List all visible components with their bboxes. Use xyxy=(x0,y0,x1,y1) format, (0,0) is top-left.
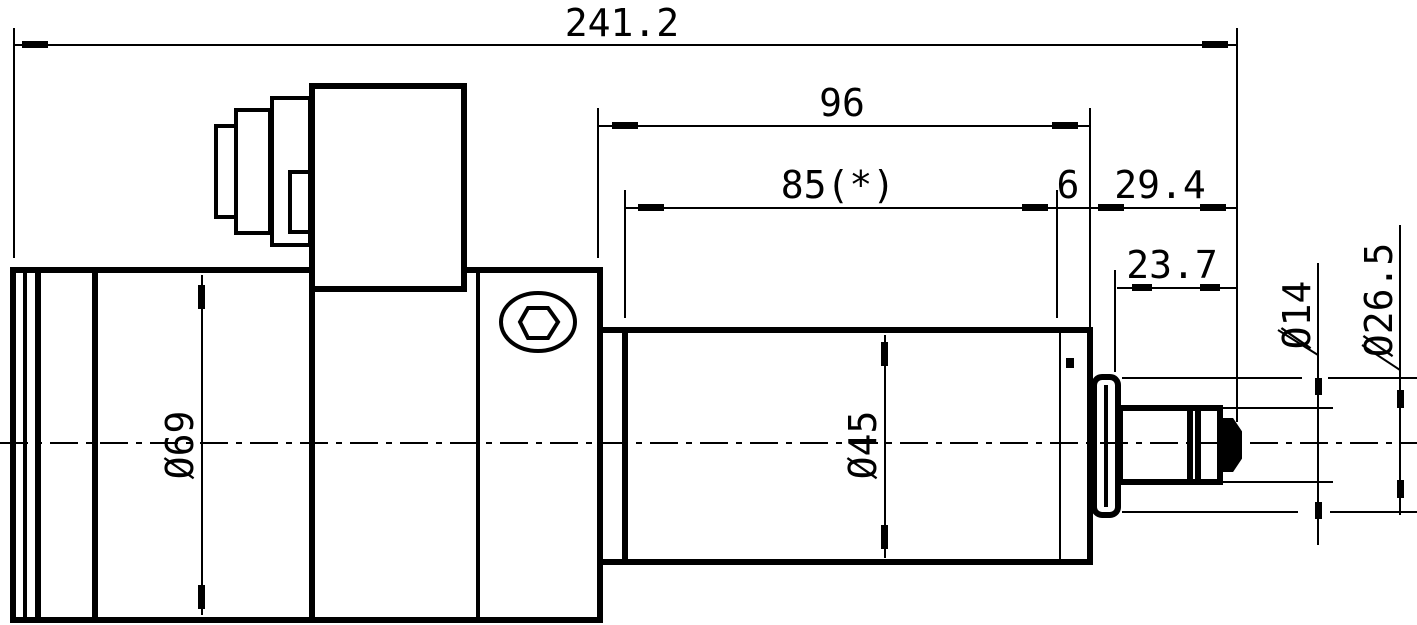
shaft xyxy=(1091,374,1242,518)
connector xyxy=(214,83,467,292)
dim-flange-diameter: Ø26.5 xyxy=(1357,243,1401,357)
dim-nose-length: 29.4 xyxy=(1114,163,1206,207)
hex-nut-icon xyxy=(499,291,577,353)
dim-housing-diameter: Ø45 xyxy=(841,411,885,480)
housing xyxy=(597,327,1093,565)
dim-body-length: 96 xyxy=(819,81,865,125)
dimension-lines xyxy=(14,41,1404,615)
dim-flange-gap: 6 xyxy=(1057,163,1080,207)
dim-main-diameter: Ø69 xyxy=(158,411,202,480)
dim-shaft-length: 23.7 xyxy=(1126,243,1218,287)
dim-shaft-diameter: Ø14 xyxy=(1275,281,1319,350)
dim-overall-length: 241.2 xyxy=(565,1,679,45)
main-body xyxy=(10,267,603,623)
extension-lines xyxy=(13,28,1417,513)
dim-housing-length: 85(*) xyxy=(781,163,895,207)
